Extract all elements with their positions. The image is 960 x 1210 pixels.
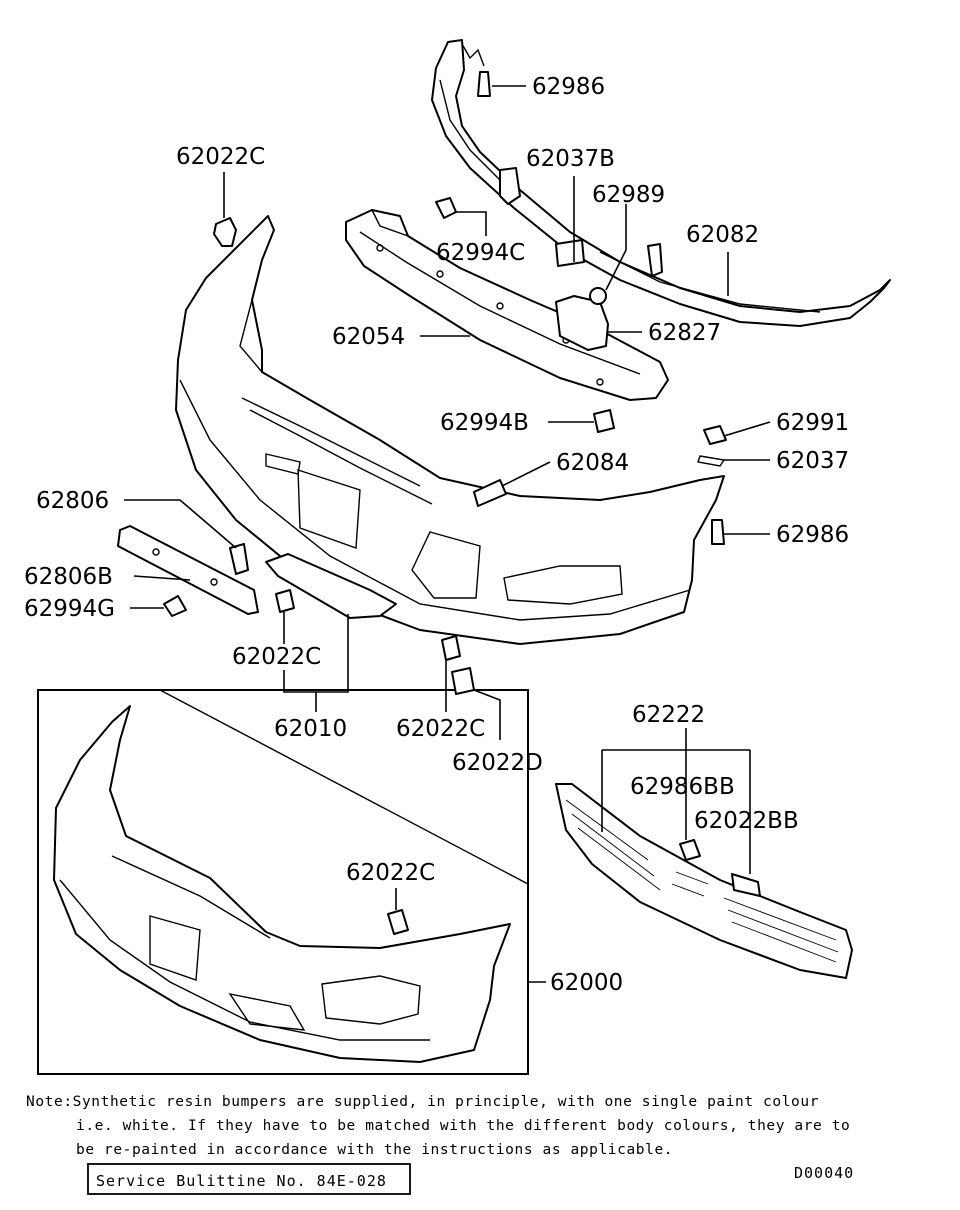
- label-62827: 62827: [648, 320, 721, 346]
- label-62010: 62010: [274, 716, 347, 742]
- label-62037: 62037: [776, 448, 849, 474]
- note-line-2: i.e. white. If they have to be matched w…: [76, 1118, 850, 1134]
- spacer-62037: [697, 455, 726, 467]
- label-62994g: 62994G: [24, 596, 115, 622]
- label-62994c: 62994C: [436, 240, 525, 266]
- label-62991: 62991: [776, 410, 849, 436]
- label-62037b: 62037B: [526, 146, 615, 172]
- screw-62994g: [163, 595, 187, 617]
- clip-62022c-top: [213, 217, 237, 247]
- label-62084: 62084: [556, 450, 629, 476]
- part-labels: 62986 62022C 62037B 62989 62082 62994C 6…: [24, 74, 849, 996]
- bracket-hole: [210, 578, 218, 586]
- label-62986bb: 62986BB: [630, 774, 735, 800]
- label-62806b: 62806B: [24, 564, 113, 590]
- label-62022bb: 62022BB: [694, 808, 799, 834]
- service-bulletin-text: Service Bulittine No. 84E-028: [96, 1172, 387, 1190]
- grille-62222: [555, 783, 853, 979]
- label-62022c-box: 62022C: [346, 860, 435, 886]
- under-cover-62010: [265, 553, 397, 619]
- service-bulletin-box: [87, 1163, 411, 1195]
- assembly-box: [37, 689, 529, 1075]
- diagram-code: D00040: [794, 1164, 854, 1182]
- bumper-beam-62054: [345, 209, 669, 401]
- box-corner-line: [159, 689, 529, 885]
- screw-62986-mid: [711, 519, 725, 545]
- note-line-3: be re-painted in accordance with the ins…: [76, 1142, 673, 1158]
- absorber-62827: [555, 295, 609, 351]
- label-62022c-top: 62022C: [176, 144, 265, 170]
- bracket-hole: [152, 548, 160, 556]
- screw-62994c: [435, 197, 457, 219]
- label-62806: 62806: [36, 488, 109, 514]
- nut-62989: [589, 287, 607, 305]
- label-62994b: 62994B: [440, 410, 529, 436]
- clip-62022c-low: [441, 635, 461, 661]
- bracket-62806: [229, 543, 249, 575]
- clip-62991: [703, 425, 727, 445]
- note-line-1: Note:Synthetic resin bumpers are supplie…: [26, 1094, 819, 1110]
- clip-62022c-mid: [275, 589, 295, 613]
- clip-62022d: [451, 667, 475, 695]
- label-62022c-low: 62022C: [396, 716, 485, 742]
- license-bracket-62806b: [117, 525, 259, 615]
- leader-lines: [124, 85, 771, 983]
- clip-62022c-box: [387, 909, 409, 935]
- label-62082: 62082: [686, 222, 759, 248]
- label-62022c-mid: 62022C: [232, 644, 321, 670]
- screw-62994b: [593, 409, 615, 433]
- label-62022d: 62022D: [452, 750, 543, 776]
- screw-62986-top: [477, 71, 491, 97]
- note-block: Note:Synthetic resin bumpers are supplie…: [26, 1094, 850, 1158]
- label-62000: 62000: [550, 970, 623, 996]
- label-62222: 62222: [632, 702, 705, 728]
- spacer-62037b: [555, 239, 585, 267]
- label-62989: 62989: [592, 182, 665, 208]
- label-62986-top: 62986: [532, 74, 605, 100]
- label-62054: 62054: [332, 324, 405, 350]
- bracket-62084: [473, 479, 507, 507]
- screw-62986bb: [679, 839, 701, 861]
- bumper-assembly-62000: [53, 705, 511, 1063]
- bumper-support-bracket-62082: [431, 39, 891, 327]
- label-62986-mid: 62986: [776, 522, 849, 548]
